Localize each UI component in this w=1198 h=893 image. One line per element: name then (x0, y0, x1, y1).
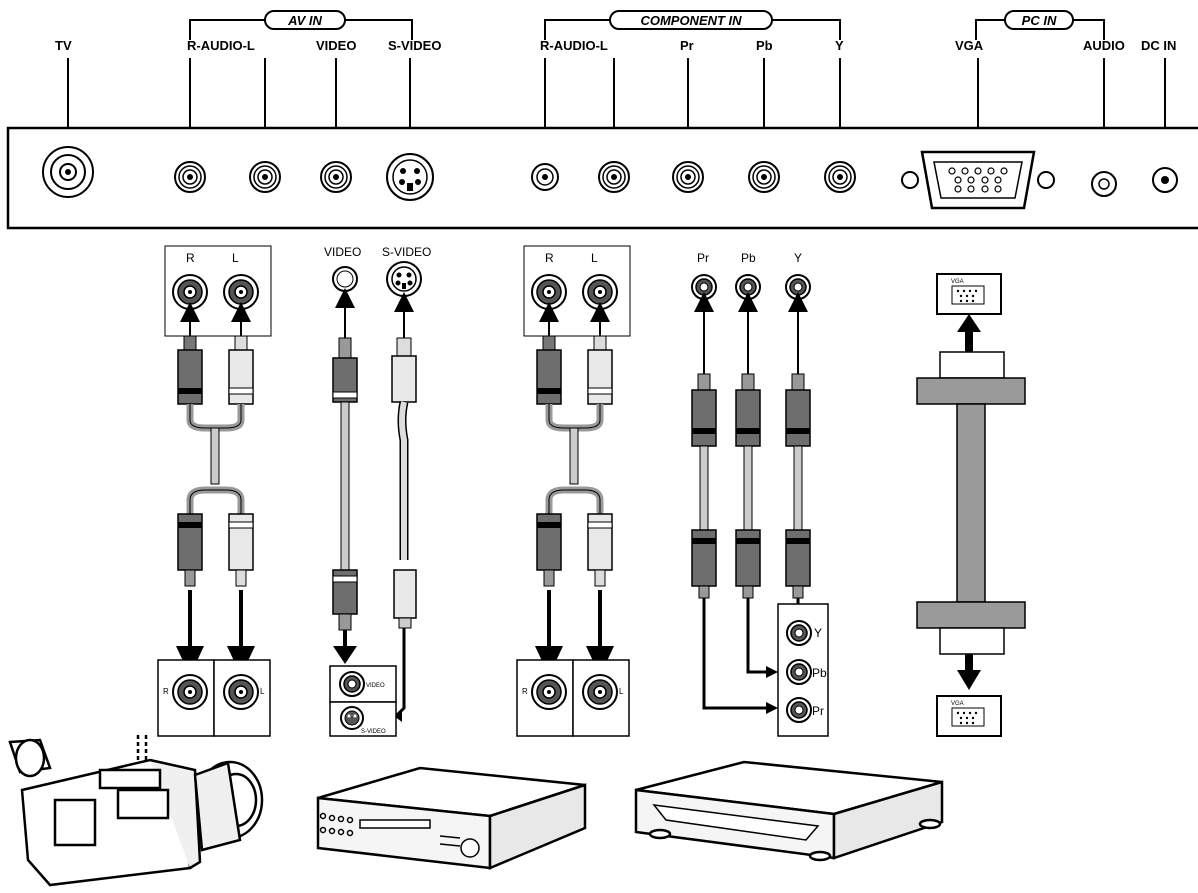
device-vga-label: VGA (951, 701, 964, 707)
comp-audio-r-jack (531, 163, 559, 191)
device-pb-label: Pb (812, 666, 827, 680)
comp-audio-cable-set: R L R L (516, 245, 631, 737)
component-video-cable-set: Pr Pb Y (691, 251, 829, 737)
cable-video-label: VIDEO (324, 245, 361, 259)
label-comp-audio: R-AUDIO-L (540, 38, 608, 53)
label-audio: AUDIO (1083, 38, 1125, 53)
label-pb: Pb (756, 38, 773, 53)
label-tv: TV (55, 38, 72, 53)
group-labels: AV IN COMPONENT IN PC IN (264, 10, 1074, 30)
cable-av-l-label: L (232, 251, 239, 265)
comp-audio-l-jack (598, 161, 630, 193)
dc-in-jack (1152, 167, 1178, 193)
device-av-r-label: R (163, 687, 169, 696)
component-source-illustration (634, 760, 944, 862)
panel-labels: TV R-AUDIO-L VIDEO S-VIDEO R-AUDIO-L Pr … (55, 38, 1176, 53)
device-comp-l-label: L (619, 687, 624, 696)
device-y-label: Y (814, 626, 822, 640)
tv-antenna-jack (42, 146, 94, 198)
label-svideo: S-VIDEO (388, 38, 441, 53)
device-pr-label: Pr (812, 704, 824, 718)
pr-jack (672, 161, 704, 193)
vga-cable-set: VGA VGA (916, 273, 1026, 737)
video-svideo-cable-set: VIDEO S-VIDEO (324, 245, 431, 737)
av-audio-cable-set: R L R L (157, 245, 272, 737)
device-av-l-label: L (260, 687, 265, 696)
camcorder-illustration (8, 735, 264, 887)
group-av-in: AV IN (287, 13, 322, 28)
group-brackets (189, 19, 1105, 40)
y-jack (824, 161, 856, 193)
label-video: VIDEO (316, 38, 356, 53)
cable-svideo-label: S-VIDEO (382, 245, 431, 259)
device-comp-r-label: R (522, 687, 528, 696)
cable-pr-label: Pr (697, 251, 709, 265)
dvd-player-illustration (316, 766, 587, 870)
av-audio-l-jack (249, 161, 281, 193)
cable-pb-label: Pb (741, 251, 756, 265)
pb-jack (748, 161, 780, 193)
cable-comp-r-label: R (545, 251, 554, 265)
svideo-jack (386, 153, 434, 201)
pc-audio-jack (1091, 171, 1117, 197)
label-vga: VGA (955, 38, 984, 53)
device-svideo-label: S-VIDEO (361, 729, 386, 735)
group-component-in: COMPONENT IN (640, 13, 742, 28)
cable-comp-l-label: L (591, 251, 598, 265)
video-jack (320, 161, 352, 193)
vga-port (901, 150, 1055, 210)
label-dc-in: DC IN (1141, 38, 1176, 53)
rear-panel (6, 126, 1198, 230)
group-pc-in: PC IN (1022, 13, 1057, 28)
cable-y-label: Y (794, 251, 802, 265)
label-pr: Pr (680, 38, 694, 53)
label-av-audio: R-AUDIO-L (187, 38, 255, 53)
av-audio-r-jack (174, 161, 206, 193)
label-y: Y (835, 38, 844, 53)
cable-vga-top-label: VGA (951, 279, 964, 285)
device-video-label: VIDEO (366, 683, 385, 689)
cable-av-r-label: R (186, 251, 195, 265)
